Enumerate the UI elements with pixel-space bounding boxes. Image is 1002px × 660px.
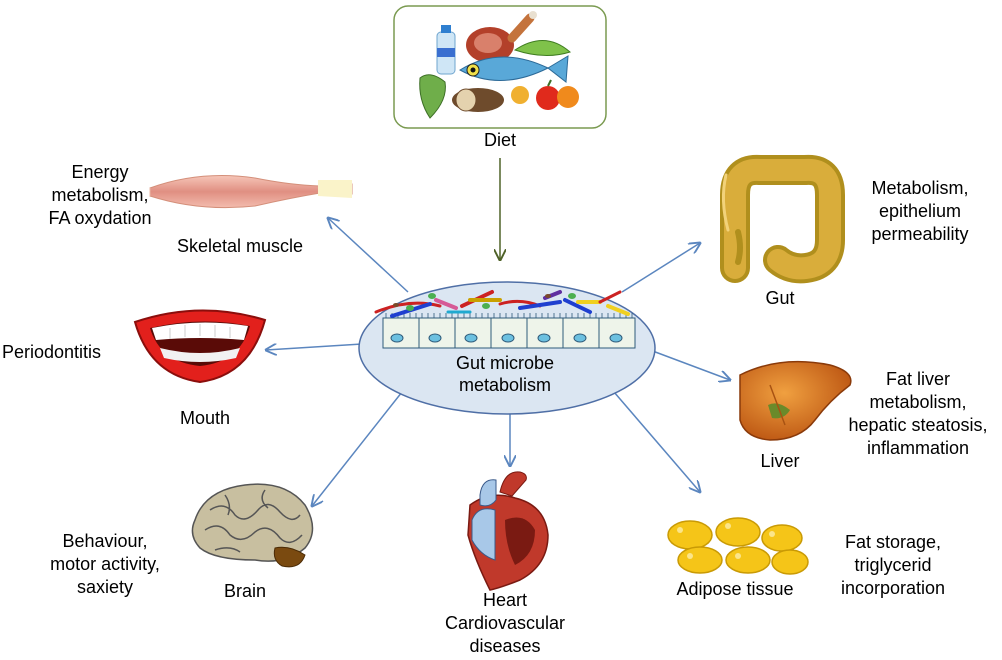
mouth-desc-line: Periodontitis	[2, 342, 102, 362]
gut-desc: Metabolism, epithelium permeability	[850, 177, 990, 246]
skeletal-muscle-desc: Energy metabolism, FA oxydation	[20, 161, 180, 230]
arrow-to-mouth	[266, 343, 363, 350]
brain-desc-line: motor activity,	[50, 554, 160, 574]
brain-desc: Behaviour, motor activity, saxiety	[30, 530, 180, 599]
mouth-image	[133, 309, 267, 384]
gut-desc-line: permeability	[871, 224, 969, 244]
diet-label: Diet	[483, 130, 516, 150]
liver-desc: Fat liver metabolism, hepatic steatosis,…	[838, 368, 998, 460]
arrows	[266, 218, 730, 506]
adipose-tissue-label: Adipose tissue	[676, 579, 794, 599]
center-label-line1: Gut microbe	[455, 353, 555, 373]
liver-image	[739, 360, 852, 441]
adipose-tissue-desc: Fat storage, triglycerid incorporation	[828, 531, 958, 600]
liver-desc-line: metabolism,	[869, 392, 967, 412]
diet-image	[393, 5, 607, 129]
gut-desc-line: epithelium	[878, 201, 962, 221]
arrow-to-gut	[621, 243, 700, 293]
mouth-label: Mouth	[179, 408, 231, 428]
heart-desc-line: Cardiovascular	[444, 613, 566, 633]
skeletal-muscle-image	[149, 175, 353, 209]
adipose-desc-line: incorporation	[840, 578, 946, 598]
liver-label: Liver	[760, 451, 800, 471]
gut-desc-line: Metabolism,	[871, 178, 969, 198]
adipose-desc-line: Fat storage,	[844, 532, 942, 552]
brain-label: Brain	[223, 581, 267, 601]
brain-desc-line: saxiety	[76, 577, 134, 597]
skeletal-muscle-label: Skeletal muscle	[176, 236, 304, 256]
mouth-desc: Periodontitis	[2, 341, 122, 364]
liver-desc-line: hepatic steatosis,	[848, 415, 988, 435]
heart-image	[467, 471, 549, 591]
skeletal-muscle-desc-line: metabolism,	[51, 185, 149, 205]
heart-label-block: Heart Cardiovascular diseases	[420, 589, 590, 658]
gut-microbe-ellipse	[358, 281, 656, 415]
arrow-to-adipose	[613, 391, 700, 492]
liver-desc-line: Fat liver	[885, 369, 950, 389]
gut-image	[720, 154, 845, 284]
center-label-line2: metabolism	[458, 375, 552, 395]
center-label: Gut microbe metabolism	[410, 352, 600, 396]
skeletal-muscle-desc-line: Energy	[71, 162, 129, 182]
arrow-to-skeletal-muscle	[328, 218, 409, 293]
gut-label: Gut	[765, 288, 795, 308]
arrow-to-liver	[649, 349, 730, 380]
heart-desc-line: diseases	[469, 636, 541, 656]
adipose-desc-line: triglycerid	[854, 555, 932, 575]
heart-label: Heart	[482, 590, 527, 610]
brain-image	[191, 483, 314, 568]
skeletal-muscle-desc-line: FA oxydation	[48, 208, 152, 228]
liver-desc-line: inflammation	[866, 438, 970, 458]
arrow-to-brain	[312, 391, 403, 506]
adipose-tissue-image	[667, 517, 809, 575]
brain-desc-line: Behaviour,	[62, 531, 148, 551]
